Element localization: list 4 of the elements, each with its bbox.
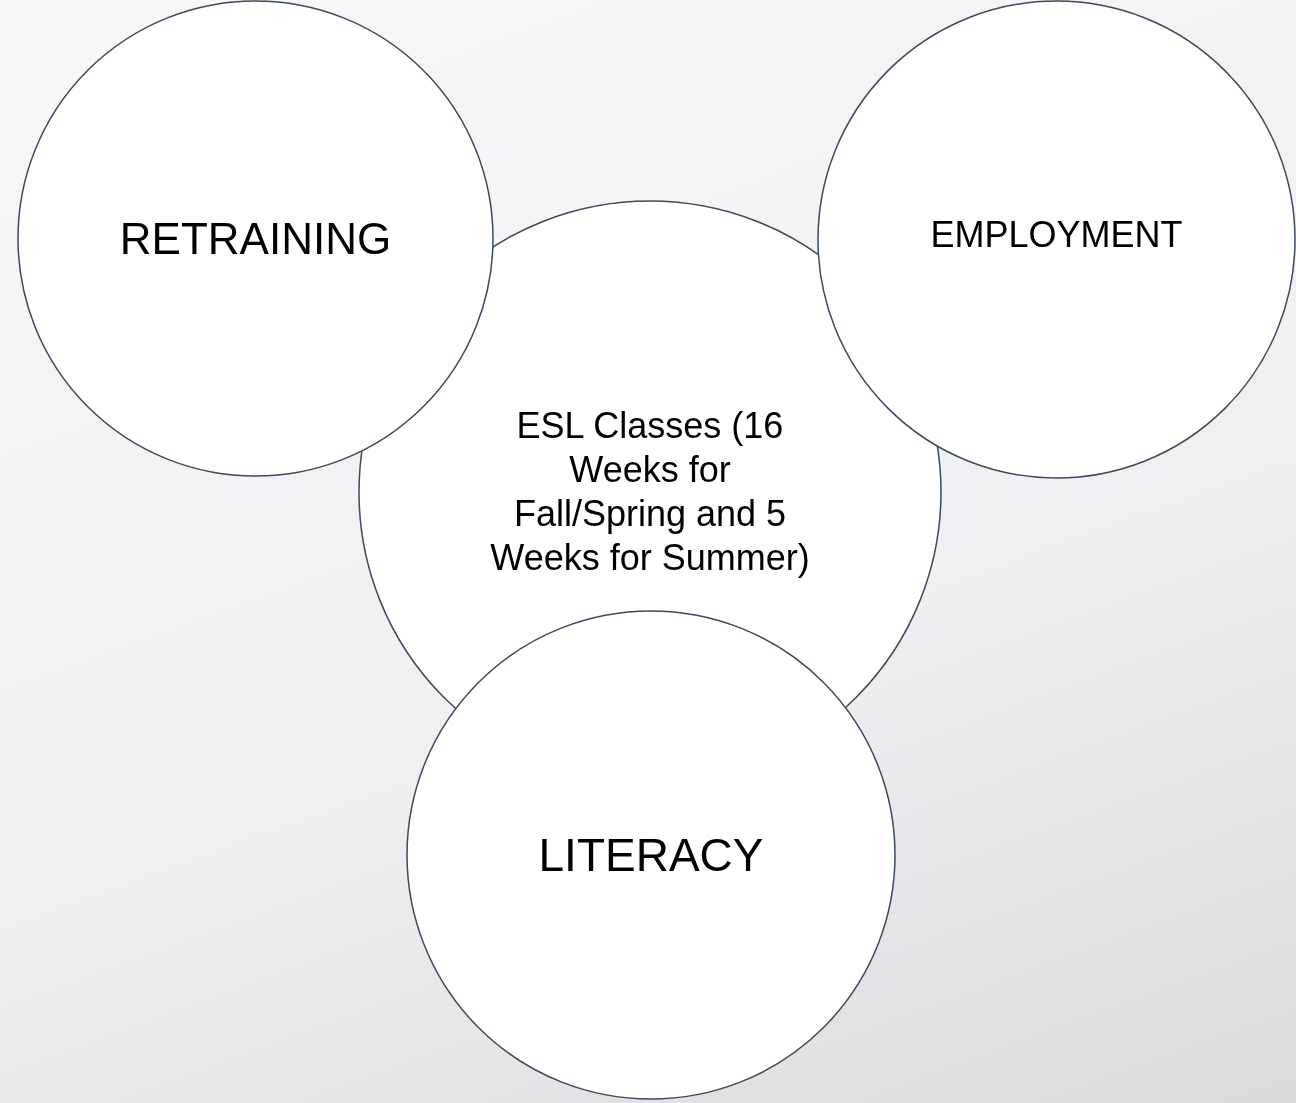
circle-label: ESL Classes (16 Weeks for Fall/Spring and 5 Weeks for Summer): [490, 404, 810, 580]
circle-label: RETRAINING: [118, 212, 393, 265]
circle-label: LITERACY: [537, 827, 765, 883]
circle-label: EMPLOYMENT: [929, 212, 1184, 257]
